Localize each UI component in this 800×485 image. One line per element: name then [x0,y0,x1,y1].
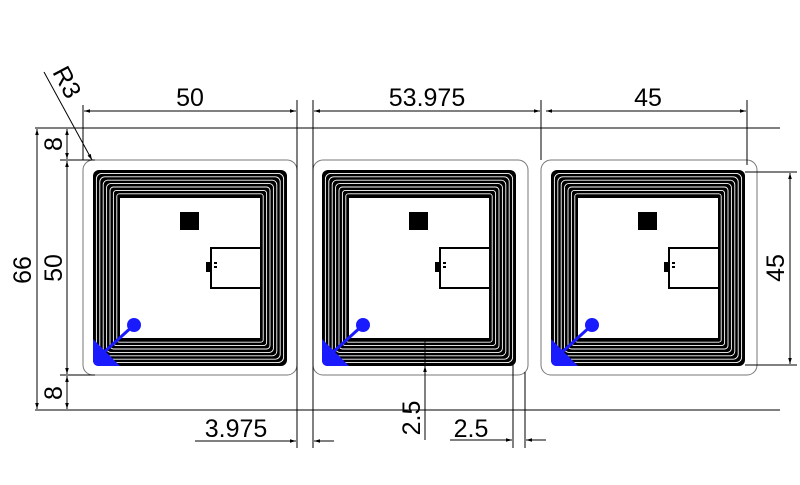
chip [435,262,441,272]
coil-turn-gap [324,172,514,364]
dim-text-3975: 3.975 [205,415,268,443]
coil-turn-gap [341,189,497,347]
chip-mark [443,266,446,268]
dim-text-width-3: 45 [634,84,662,112]
blue-via-pad [585,318,599,332]
contact-pad [409,212,428,230]
coil-turn-gap [328,176,510,360]
coil-turn-gap [331,179,507,357]
rfid-label-1 [82,159,298,376]
dim-text-66: 66 [9,256,37,284]
coil-turn-gap [574,193,722,343]
chip [206,262,212,272]
dim-text-8-bottom: 8 [40,386,68,400]
coil-turn-gap [335,183,503,353]
blue-corner-pad [322,339,349,366]
blue-jumper-trace [558,323,594,356]
dim-text-width-1: 50 [176,84,204,112]
dim-text-50-vertical: 50 [40,254,68,282]
dim-text-45-vertical: 45 [762,254,790,282]
dim-text-25-vertical: 2.5 [398,401,426,436]
coil-turn-gap [102,179,278,357]
coil-turn-gap [338,186,500,350]
chip-mark [214,262,217,264]
coil-turn-gap [345,193,493,343]
label-outline [540,159,758,376]
coil-turn-gap [567,186,729,350]
coil-turn-gap [564,183,732,353]
dim-text-radius: R3 [47,62,87,103]
coil-turn-gap [557,176,739,360]
blue-corner-pad [93,339,120,366]
coil-turn-gap [116,193,264,343]
chip-mark [214,266,217,268]
dim-text-width-2: 53.975 [389,84,465,112]
contact-pad [180,212,199,230]
contact-pad [638,212,657,230]
coil-turn-gap [106,183,274,353]
blue-via-pad [127,318,141,332]
coil-turn-gap [560,179,736,357]
dim-text-25-horizontal: 2.5 [454,415,489,443]
chip [664,262,670,272]
coil-turn-gap [109,186,271,350]
blue-corner-pad [551,339,578,366]
coil-turn-gap [95,172,285,364]
coil-turn-gap [553,172,743,364]
chip-mark [672,266,675,268]
coil-turn-gap [112,189,268,347]
blue-via-pad [356,318,370,332]
coil-turn-gap [570,189,726,347]
rfid-label-2 [312,159,529,376]
chip-mark [672,262,675,264]
blue-jumper-trace [100,323,136,356]
chip-mark [443,262,446,264]
radius-leader [43,71,93,161]
dim-text-8-top: 8 [40,137,68,151]
blue-jumper-trace [329,323,365,356]
coil-turn-gap [99,176,281,360]
rfid-label-3 [540,159,758,376]
